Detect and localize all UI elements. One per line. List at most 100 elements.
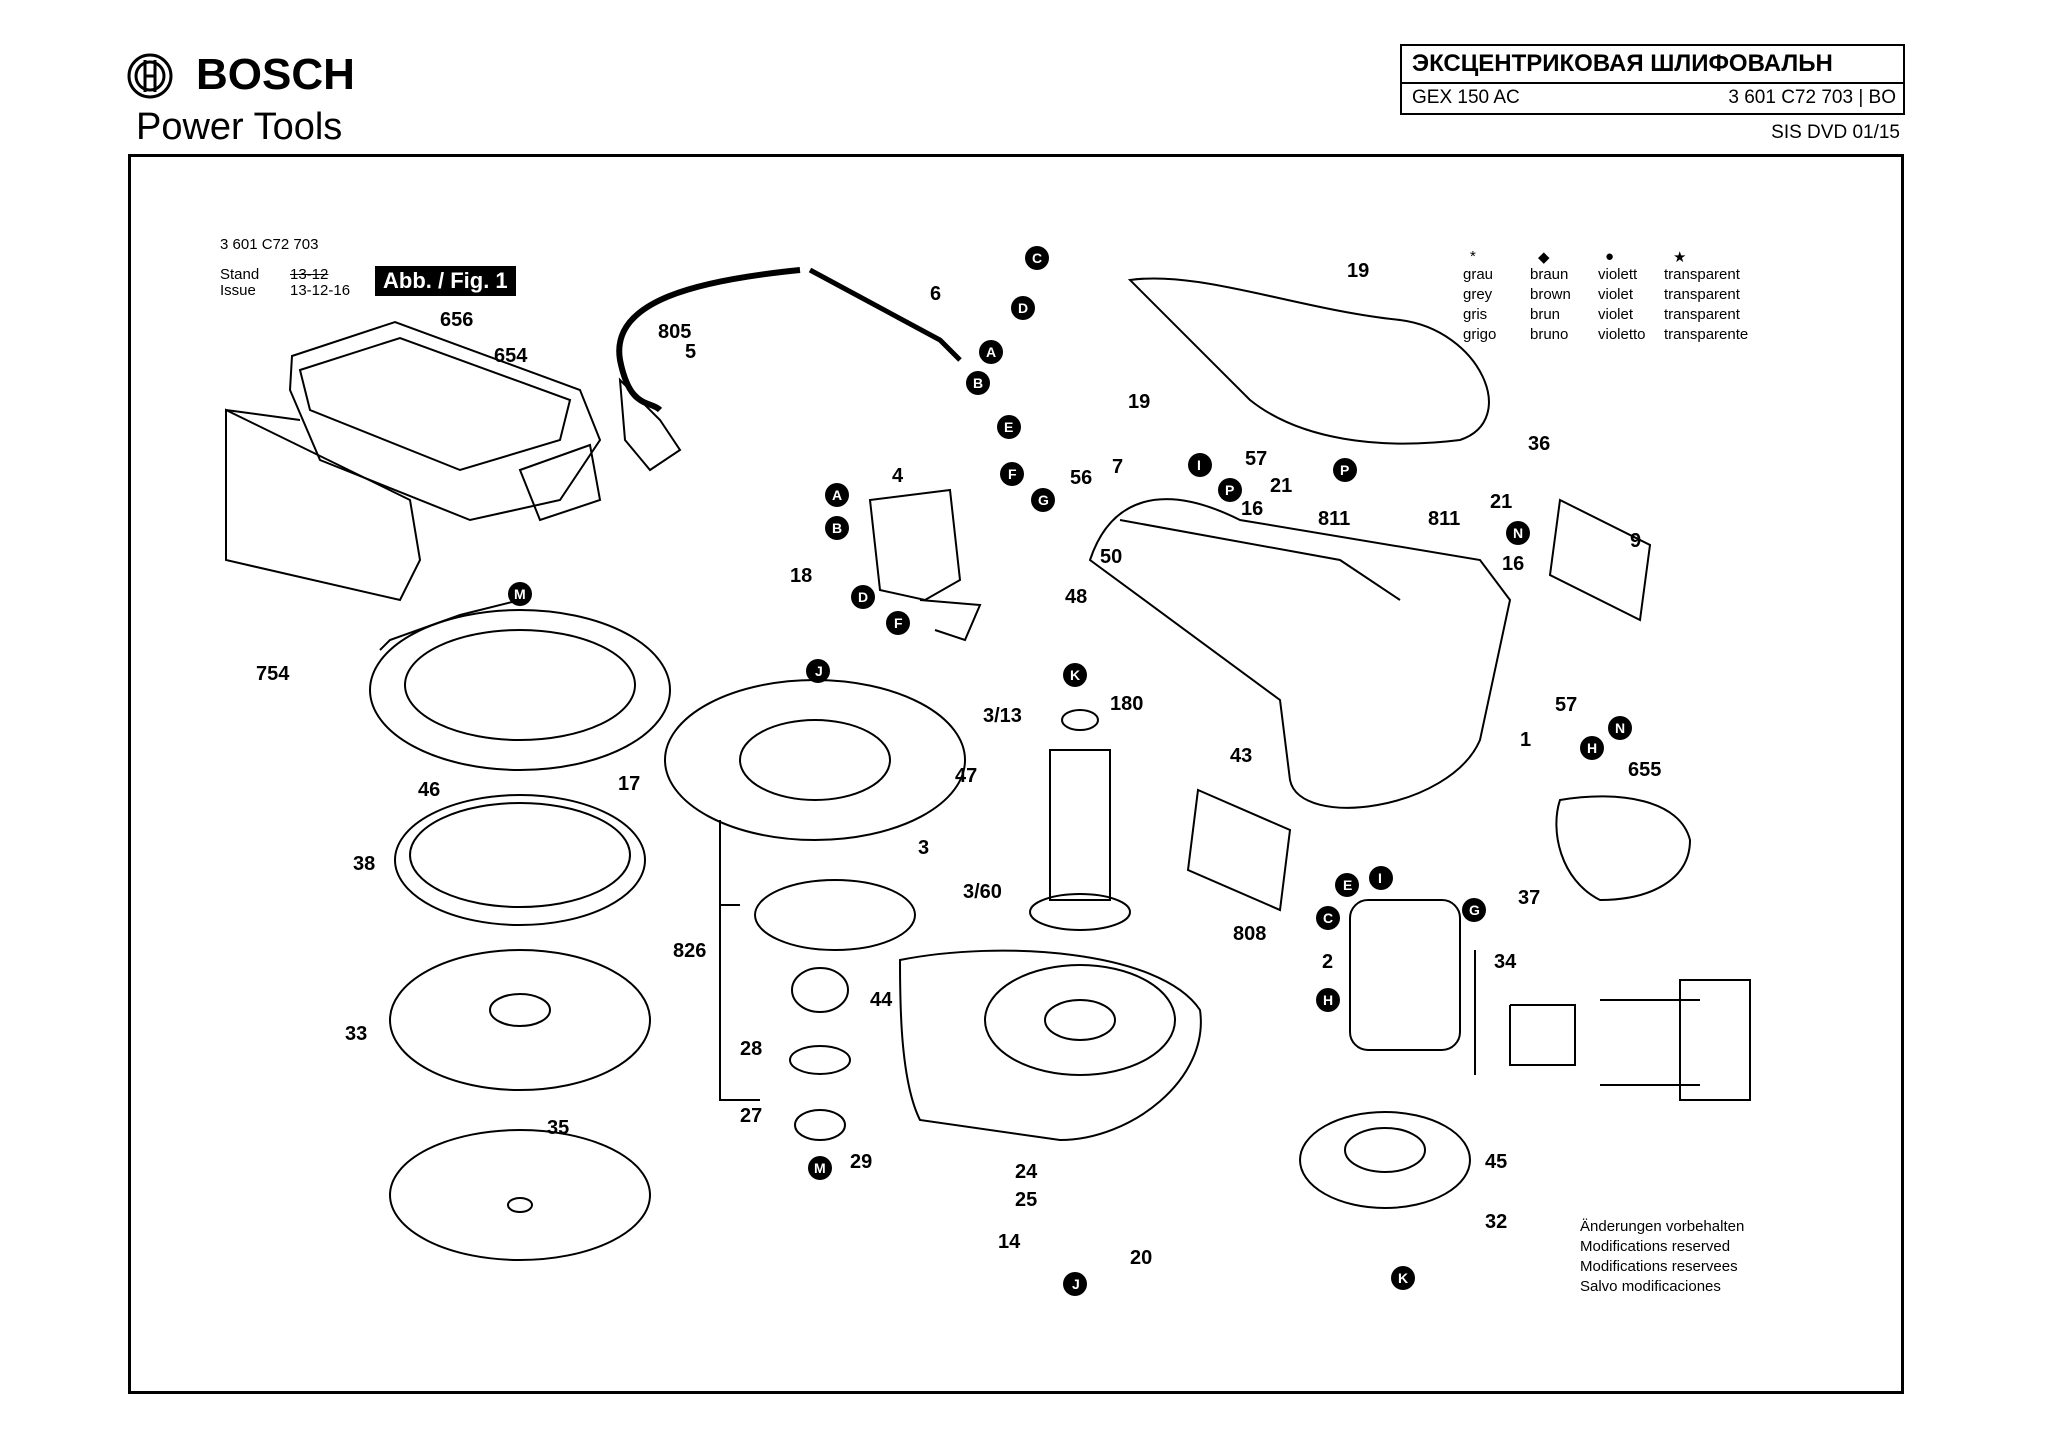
svg-text:N: N bbox=[1513, 525, 1523, 541]
svg-text:P: P bbox=[1340, 462, 1349, 478]
legend-cell: transparent bbox=[1664, 286, 1740, 303]
svg-text:I: I bbox=[1197, 457, 1201, 473]
model-name: GEX 150 AC bbox=[1412, 87, 1520, 108]
diagram-frame bbox=[128, 154, 1904, 1394]
svg-text:46: 46 bbox=[418, 779, 440, 801]
svg-text:A: A bbox=[986, 344, 996, 360]
svg-text:7: 7 bbox=[1112, 456, 1123, 478]
svg-text:P: P bbox=[1225, 482, 1234, 498]
svg-text:18: 18 bbox=[790, 565, 812, 587]
svg-text:654: 654 bbox=[494, 345, 528, 367]
legend-cell: violet bbox=[1598, 286, 1634, 303]
legend-cell: braun bbox=[1530, 266, 1569, 283]
dust-adapter-655 bbox=[1555, 795, 1692, 902]
housing-47 bbox=[664, 679, 966, 841]
legend-cell: violetto bbox=[1598, 326, 1646, 343]
svg-text:A: A bbox=[832, 487, 842, 503]
bosch-logo-icon bbox=[127, 53, 173, 99]
legend-cell: brun bbox=[1530, 306, 1561, 323]
armature-3 bbox=[1049, 749, 1111, 901]
legend-cell: grau bbox=[1463, 266, 1494, 283]
svg-text:37: 37 bbox=[1518, 887, 1540, 909]
legend-symbol-3: ● bbox=[1605, 248, 1615, 265]
sanding-pad-33 bbox=[389, 949, 651, 1091]
svg-text:33: 33 bbox=[345, 1023, 367, 1045]
svg-text:16: 16 bbox=[1502, 553, 1524, 575]
legend-cell: gris bbox=[1463, 306, 1488, 323]
source-label: SIS DVD 01/15 bbox=[1771, 122, 1900, 143]
legend-cell: transparent bbox=[1664, 266, 1740, 283]
svg-text:B: B bbox=[973, 375, 983, 391]
document-title: ЭКСЦЕНТРИКОВАЯ ШЛИФОВАЛЬН bbox=[1412, 50, 1833, 77]
issue-label: Issue bbox=[220, 282, 256, 299]
legend-cell: bruno bbox=[1530, 326, 1569, 343]
base-housing-45 bbox=[1299, 1111, 1471, 1209]
svg-text:G: G bbox=[1038, 492, 1049, 508]
svg-text:G: G bbox=[1469, 902, 1480, 918]
svg-text:2: 2 bbox=[1322, 951, 1333, 973]
svg-text:4: 4 bbox=[892, 465, 904, 487]
svg-text:14: 14 bbox=[998, 1231, 1021, 1253]
svg-text:5: 5 bbox=[685, 341, 696, 363]
power-cable-805 bbox=[616, 267, 801, 413]
svg-text:E: E bbox=[1004, 419, 1013, 435]
svg-text:9: 9 bbox=[1630, 530, 1641, 552]
svg-text:D: D bbox=[1018, 300, 1028, 316]
svg-text:16: 16 bbox=[1241, 498, 1263, 520]
svg-text:27: 27 bbox=[740, 1105, 762, 1127]
svg-text:6: 6 bbox=[930, 283, 941, 305]
svg-text:811: 811 bbox=[1318, 508, 1350, 530]
legend-cell: grey bbox=[1463, 286, 1493, 303]
sanding-disc bbox=[389, 1129, 651, 1261]
svg-text:N: N bbox=[1615, 720, 1625, 736]
part-number: 3 601 C72 703 | BO bbox=[1728, 87, 1896, 108]
ring-38 bbox=[394, 794, 646, 926]
svg-text:811: 811 bbox=[1428, 508, 1460, 530]
svg-text:3/60: 3/60 bbox=[963, 881, 1002, 903]
note-line: Salvo modificaciones bbox=[1580, 1278, 1721, 1295]
doc-number: 3 601 C72 703 bbox=[220, 236, 319, 253]
svg-text:20: 20 bbox=[1130, 1247, 1152, 1269]
svg-text:D: D bbox=[858, 589, 868, 605]
svg-text:C: C bbox=[1032, 250, 1042, 266]
stand-date: 13-12 bbox=[290, 266, 329, 283]
svg-text:F: F bbox=[1008, 466, 1017, 482]
svg-text:826: 826 bbox=[673, 940, 706, 962]
title-divider bbox=[1400, 82, 1903, 84]
svg-text:24: 24 bbox=[1015, 1161, 1038, 1183]
svg-text:36: 36 bbox=[1528, 433, 1550, 455]
legend-cell: violett bbox=[1598, 266, 1638, 283]
svg-text:47: 47 bbox=[955, 765, 977, 787]
legend-cell: transparente bbox=[1664, 326, 1749, 343]
svg-text:H: H bbox=[1587, 740, 1597, 756]
issue-date: 13-12-16 bbox=[290, 282, 351, 299]
field-coil-2 bbox=[1349, 899, 1461, 1051]
svg-text:J: J bbox=[815, 663, 823, 679]
svg-text:3: 3 bbox=[918, 837, 929, 859]
svg-text:28: 28 bbox=[740, 1038, 762, 1060]
svg-text:34: 34 bbox=[1494, 951, 1517, 973]
wiring-diagram bbox=[1509, 979, 1751, 1101]
svg-text:57: 57 bbox=[1245, 448, 1267, 470]
base-44 bbox=[898, 949, 1202, 1142]
legend-cell: grigo bbox=[1463, 326, 1497, 343]
svg-text:21: 21 bbox=[1490, 491, 1512, 513]
plate-9 bbox=[1548, 498, 1652, 622]
switch-4 bbox=[868, 488, 962, 602]
svg-text:E: E bbox=[1343, 877, 1352, 893]
svg-text:32: 32 bbox=[1485, 1211, 1507, 1233]
stand-label: Stand bbox=[220, 266, 260, 283]
svg-text:656: 656 bbox=[440, 309, 473, 331]
legend-symbol-1: * bbox=[1470, 248, 1476, 265]
dust-bag-754 bbox=[225, 408, 422, 602]
plate-808 bbox=[1186, 788, 1292, 912]
svg-text:K: K bbox=[1070, 667, 1080, 683]
svg-text:3/13: 3/13 bbox=[983, 705, 1022, 727]
svg-text:17: 17 bbox=[618, 773, 640, 795]
svg-text:J: J bbox=[1072, 1276, 1080, 1292]
note-line: Modifications reservees bbox=[1580, 1258, 1738, 1275]
svg-text:19: 19 bbox=[1347, 260, 1369, 282]
svg-text:19: 19 bbox=[1128, 391, 1150, 413]
svg-text:29: 29 bbox=[850, 1151, 872, 1173]
svg-text:43: 43 bbox=[1230, 745, 1252, 767]
